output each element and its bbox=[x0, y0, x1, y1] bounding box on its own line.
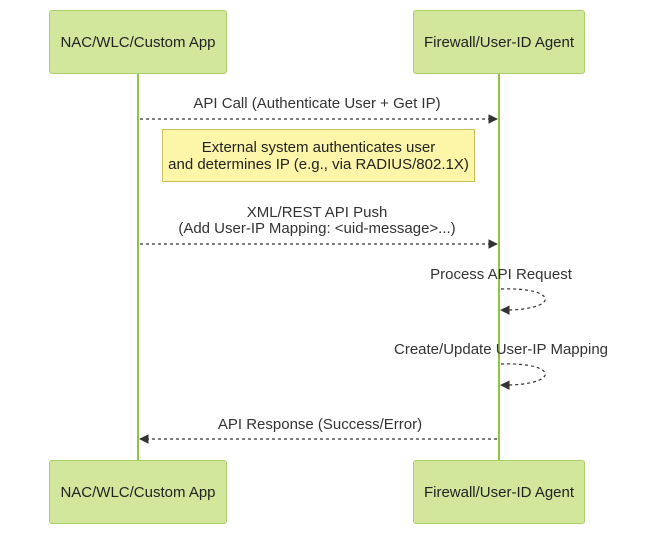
participant-bottom-nac: NAC/WLC/Custom App bbox=[49, 460, 227, 524]
note-line-1: External system authenticates user bbox=[201, 138, 436, 156]
message-label-api-response: API Response (Success/Error) bbox=[217, 416, 423, 433]
message-label-api-call: API Call (Authenticate User + Get IP) bbox=[193, 95, 441, 112]
participant-top-nac: NAC/WLC/Custom App bbox=[49, 10, 227, 74]
message-label-api-push-2: (Add User-IP Mapping: <uid-message>...) bbox=[178, 220, 456, 237]
note-external-auth: External system authenticates user and d… bbox=[162, 129, 475, 182]
participant-top-firewall: Firewall/User-ID Agent bbox=[413, 10, 585, 74]
self-arrow-create-mapping bbox=[500, 363, 546, 390]
note-line-2: and determines IP (e.g., via RADIUS/802.… bbox=[168, 155, 469, 173]
self-arrow-process-request bbox=[500, 288, 546, 315]
message-label-api-push-1: XML/REST API Push bbox=[246, 204, 388, 221]
self-label-create-mapping: Create/Update User-IP Mapping bbox=[394, 341, 608, 358]
participant-bottom-firewall: Firewall/User-ID Agent bbox=[413, 460, 585, 524]
self-label-process-request: Process API Request bbox=[430, 266, 572, 283]
